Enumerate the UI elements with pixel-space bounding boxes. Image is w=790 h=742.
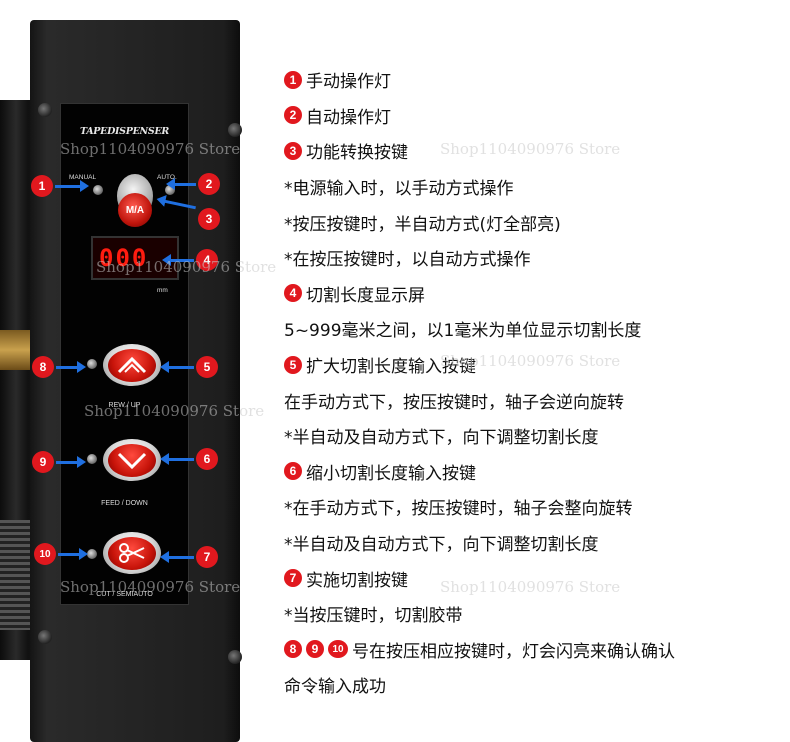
num-badge: 6 (284, 462, 302, 481)
desc-text: 手动操作灯 (306, 72, 391, 93)
rew-indicator-led (87, 359, 97, 369)
callout-6: 6 (196, 448, 218, 470)
arrow-icon (56, 361, 86, 373)
desc-text: 实施切割按键 (306, 570, 408, 591)
num-badge: 2 (284, 106, 302, 125)
desc-text: *在按压按键时，以自动方式操作 (284, 250, 531, 271)
chevron-up-icon (117, 356, 147, 374)
num-badge: 10 (328, 640, 348, 659)
num-badge: 8 (284, 640, 302, 659)
arrow-icon (160, 551, 194, 563)
arrow-icon (58, 548, 88, 560)
num-badge: 5 (284, 355, 302, 374)
auto-label: AUTO. (157, 174, 177, 181)
desc-text: 号在按压相应按键时，灯会闪亮来确认确认 (352, 641, 675, 662)
screw (38, 630, 52, 644)
auto-indicator-led (165, 185, 175, 195)
callout-8: 8 (32, 356, 54, 378)
desc-text: 在手动方式下，按压按键时，轴子会逆向旋转 (284, 392, 624, 413)
desc-line-18: 命令输入成功 (284, 667, 784, 703)
callout-5: 5 (196, 356, 218, 378)
rew-up-button[interactable] (103, 344, 161, 386)
desc-line-11: *半自动及自动方式下，向下调整切割长度 (284, 418, 784, 454)
screw (38, 103, 52, 117)
desc-text: 自动操作灯 (306, 107, 391, 128)
callout-4: 4 (196, 249, 218, 271)
num-badge: 7 (284, 569, 302, 588)
num-badge: 9 (306, 640, 324, 659)
arrow-icon (55, 180, 89, 192)
desc-text: *在手动方式下，按压按键时，轴子会整向旋转 (284, 499, 633, 520)
desc-line-8: 5~999毫米之间，以1毫米为单位显示切割长度 (284, 311, 784, 347)
arrow-icon (166, 178, 196, 190)
desc-text: *电源输入时，以手动方式操作 (284, 179, 514, 200)
desc-text: *半自动及自动方式下，向下调整切割长度 (284, 535, 599, 556)
desc-line-6: *在按压按键时，以自动方式操作 (284, 240, 784, 276)
desc-line-5: *按压按键时，半自动方式(灯全部亮) (284, 204, 784, 240)
ma-mode-button[interactable]: M/A (118, 193, 152, 227)
desc-line-14: *半自动及自动方式下，向下调整切割长度 (284, 525, 784, 561)
manual-label: MANUAL (69, 174, 97, 181)
callout-10: 10 (34, 543, 56, 565)
callout-1: 1 (31, 175, 53, 197)
screw (228, 650, 242, 664)
cut-indicator-led (87, 549, 97, 559)
feed-down-button[interactable] (103, 439, 161, 481)
desc-text: 命令输入成功 (284, 677, 386, 698)
desc-line-10: 在手动方式下，按压按键时，轴子会逆向旋转 (284, 382, 784, 418)
cut-semiauto-label: CUT / SEMIAUTO (96, 591, 153, 598)
desc-text: *半自动及自动方式下，向下调整切割长度 (284, 428, 599, 449)
display-unit: mm (157, 287, 168, 294)
screw (228, 123, 242, 137)
num-badge: 1 (284, 70, 302, 89)
feed-down-label: FEED / DOWN (101, 500, 148, 507)
machine-photo: TAPEDISPENSER MANUAL AUTO. M/A 000 mm RE… (0, 0, 270, 742)
callout-7: 7 (196, 546, 218, 568)
desc-line-16: *当按压键时，切割胶带 (284, 596, 784, 632)
desc-text: *按压按键时，半自动方式(灯全部亮) (284, 214, 561, 235)
manual-indicator-led (93, 185, 103, 195)
arrow-icon (56, 456, 86, 468)
arrow-icon (160, 453, 194, 465)
desc-text: 扩大切割长度输入按键 (306, 357, 476, 378)
desc-text: *当按压键时，切割胶带 (284, 606, 463, 627)
desc-line-13: *在手动方式下，按压按键时，轴子会整向旋转 (284, 489, 784, 525)
desc-text: 缩小切割长度输入按键 (306, 463, 476, 484)
chevron-down-icon (117, 452, 147, 469)
callout-3: 3 (198, 208, 220, 230)
cut-button[interactable] (103, 532, 161, 574)
control-panel: TAPEDISPENSER MANUAL AUTO. M/A 000 mm RE… (60, 103, 189, 605)
desc-text: 切割长度显示屏 (306, 285, 425, 306)
num-badge: 4 (284, 284, 302, 303)
arrow-icon (160, 361, 194, 373)
feed-indicator-led (87, 454, 97, 464)
scissors-icon (119, 543, 145, 563)
desc-line-4: *电源输入时，以手动方式操作 (284, 169, 784, 205)
callout-2: 2 (198, 173, 220, 195)
desc-text: 5~999毫米之间，以1毫米为单位显示切割长度 (284, 321, 642, 342)
arrow-icon (162, 254, 194, 266)
num-badge: 3 (284, 141, 302, 160)
callout-9: 9 (32, 451, 54, 473)
desc-text: 功能转换按键 (306, 143, 408, 164)
rew-up-label: REW / UP (108, 402, 141, 409)
brand-label: TAPEDISPENSER (79, 126, 169, 137)
